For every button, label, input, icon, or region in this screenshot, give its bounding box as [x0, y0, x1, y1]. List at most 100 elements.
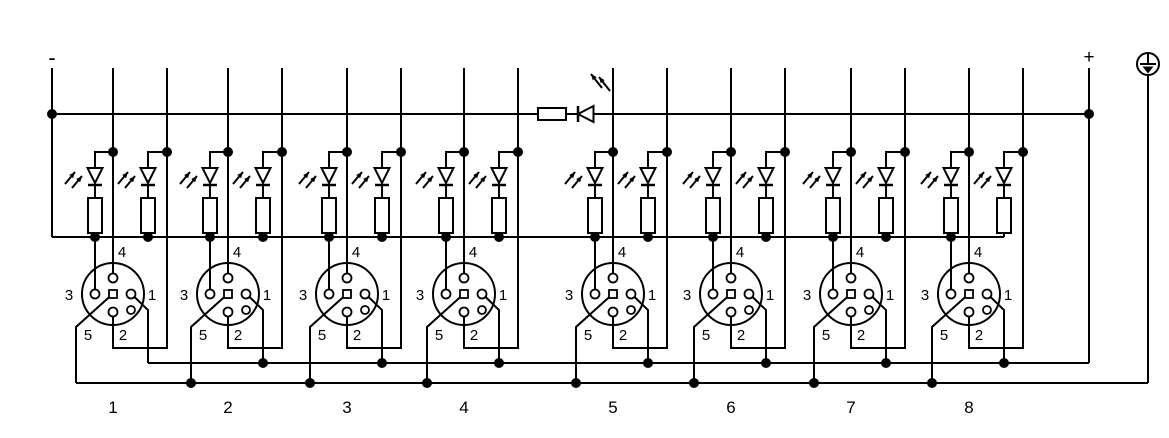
m12-connector: [699, 262, 763, 326]
resistor-icon: [537, 107, 567, 121]
junction-dot: [881, 358, 891, 368]
arrow-head: [122, 172, 128, 179]
arrow-head: [867, 176, 873, 183]
keying-contact: [744, 305, 754, 315]
led-light-arrow: [809, 175, 821, 189]
pin-label-5: 5: [702, 327, 710, 344]
arrow-head: [622, 172, 628, 179]
led-icon: [575, 104, 595, 124]
arrow-head: [860, 172, 866, 179]
pin-2-contact: [107, 306, 119, 318]
pin-label-4: 4: [974, 244, 982, 261]
wire: [328, 151, 347, 168]
junction-dot: [396, 147, 406, 157]
pin-label-5: 5: [318, 327, 326, 344]
keying-contact: [241, 305, 251, 315]
pin-2-contact: [222, 306, 234, 318]
led-icon: [638, 167, 658, 186]
keying-contact: [982, 305, 992, 315]
port-number-label: 5: [608, 398, 617, 417]
port-number-label: 4: [459, 398, 468, 417]
pin-1-contact: [981, 288, 993, 300]
arrow-head: [747, 176, 753, 183]
junction-dot: [946, 232, 956, 242]
junction-dot: [342, 147, 352, 157]
junction-dot: [305, 378, 315, 388]
led-icon: [876, 167, 896, 186]
arrow-head: [480, 176, 486, 183]
m12-connector: [937, 262, 1001, 326]
pin-label-1: 1: [648, 287, 656, 304]
led-light-arrow: [802, 171, 814, 185]
junction-dot: [662, 147, 672, 157]
port-number-label: 2: [223, 398, 232, 417]
pin-label-5: 5: [584, 327, 592, 344]
pin-5-contact: [608, 289, 618, 299]
pin5-wire: [931, 294, 968, 383]
keying-contact: [360, 305, 370, 315]
pin-label-2: 2: [857, 327, 865, 344]
led-icon: [756, 167, 776, 186]
pin-label-2: 2: [619, 327, 627, 344]
junction-dot: [608, 147, 618, 157]
junction-dot: [377, 232, 387, 242]
m12-connector: [819, 262, 883, 326]
arrow-head: [244, 176, 250, 183]
resistor-icon: [321, 197, 337, 234]
pin-label-2: 2: [737, 327, 745, 344]
pin-label-3: 3: [416, 287, 424, 304]
led-light-arrow: [186, 175, 198, 189]
resistor-icon: [878, 197, 894, 234]
resistor-icon: [587, 197, 603, 234]
led-icon: [823, 167, 843, 186]
pin-1-contact: [125, 288, 137, 300]
minus-rail-label: -: [48, 45, 55, 70]
led-light-arrow: [351, 171, 363, 185]
pin-3-contact: [323, 288, 335, 300]
wire: [832, 151, 851, 168]
pin-label-5: 5: [822, 327, 830, 344]
pin-5-contact: [726, 289, 736, 299]
pin-3-contact: [589, 288, 601, 300]
pin-label-3: 3: [565, 287, 573, 304]
connector-circle: [81, 262, 145, 326]
pin2-signal-wire: [730, 68, 786, 349]
pin-label-1: 1: [382, 287, 390, 304]
pin-label-5: 5: [199, 327, 207, 344]
wire: [498, 151, 518, 168]
led-light-arrow: [422, 175, 434, 189]
led-light-arrow: [862, 175, 874, 189]
junction-dot: [828, 232, 838, 242]
resistor-icon: [640, 197, 656, 234]
arrow-head: [184, 172, 190, 179]
pin-label-3: 3: [180, 287, 188, 304]
wire: [94, 151, 113, 168]
resistor-icon: [758, 197, 774, 234]
pin-3-contact: [707, 288, 719, 300]
arrow-head: [129, 176, 135, 183]
pin5-wire: [309, 294, 346, 383]
pin-1-contact: [359, 288, 371, 300]
arrow-head: [69, 172, 75, 179]
pin-label-3: 3: [299, 287, 307, 304]
led-light-arrow: [358, 175, 370, 189]
junction-dot: [846, 147, 856, 157]
junction-dot: [761, 358, 771, 368]
pin-label-3: 3: [921, 287, 929, 304]
junction-dot: [205, 232, 215, 242]
wire: [1003, 151, 1023, 168]
pin-label-4: 4: [736, 244, 744, 261]
led-light-arrow: [298, 171, 310, 185]
resistor-icon: [705, 197, 721, 234]
m12-connector: [81, 262, 145, 326]
junction-dot: [258, 232, 268, 242]
pin5-wire: [813, 294, 850, 383]
pin-5-contact: [342, 289, 352, 299]
junctions: [47, 109, 1094, 388]
arrow-head: [427, 176, 433, 183]
pin-label-5: 5: [84, 327, 92, 344]
led-icon: [941, 167, 961, 186]
status-led-branch: [564, 151, 613, 237]
junction-dot: [780, 147, 790, 157]
